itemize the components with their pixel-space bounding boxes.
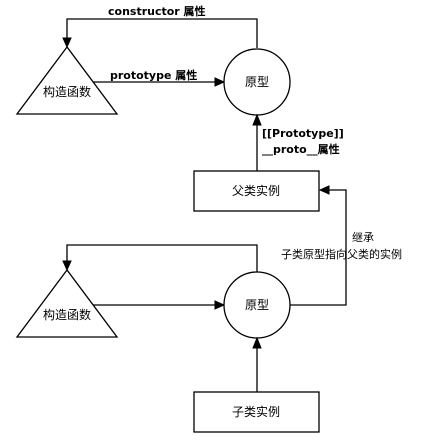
inherit-arrowhead: [318, 185, 330, 195]
lower-proto-edge: [252, 336, 262, 392]
lower-proto-arrowhead: [252, 336, 262, 349]
lower-constructor-label: 构造函数: [43, 307, 91, 322]
upper-constructor-node: 构造函数: [15, 45, 119, 115]
lower-prototype-edge: [93, 300, 226, 310]
upper-proto-edge-label-line2: __proto__属性: [262, 142, 340, 156]
inherit-label-line1: 继承: [352, 231, 374, 244]
lower-prototype-label: 原型: [245, 298, 269, 312]
upper-constructor-triangle: [15, 45, 119, 115]
lower-constructor-node: 构造函数: [15, 268, 119, 338]
inherit-label-line2: 子类原型指向父类的实例: [281, 247, 402, 261]
child-instance-node: 子类实例: [193, 391, 320, 433]
upper-prototype-edge-label: prototype 属性: [110, 68, 197, 82]
lower-constructor-arrowhead: [62, 260, 72, 272]
parent-instance-node: 父类实例: [193, 170, 320, 212]
parent-instance-label: 父类实例: [232, 183, 280, 198]
lower-constructor-line: [66, 244, 258, 272]
upper-prototype-node: 原型: [223, 48, 291, 116]
child-instance-label: 子类实例: [232, 404, 280, 419]
upper-constructor-edge: constructor 属性: [62, 4, 258, 49]
lower-prototype-arrowhead: [214, 300, 226, 310]
upper-prototype-label: 原型: [245, 75, 269, 89]
upper-proto-edge-label-line1: [[Prototype]]: [262, 127, 344, 140]
upper-constructor-line: [66, 18, 258, 48]
inherit-line: [290, 189, 347, 306]
parent-instance-box: [193, 170, 320, 212]
inherit-edge: 继承 子类原型指向父类的实例: [281, 185, 402, 306]
upper-proto-edge: [[Prototype]] __proto__属性: [252, 113, 344, 171]
upper-prototype-arrowhead: [214, 77, 226, 87]
lower-constructor-edge: [62, 244, 258, 272]
lower-constructor-triangle: [15, 268, 119, 338]
lower-prototype-node: 原型: [223, 271, 291, 339]
child-instance-box: [193, 391, 320, 433]
upper-constructor-edge-label: constructor 属性: [108, 4, 206, 18]
upper-prototype-edge: prototype 属性: [93, 68, 226, 87]
upper-constructor-label: 构造函数: [43, 84, 91, 99]
upper-proto-arrowhead: [252, 113, 262, 126]
upper-constructor-arrowhead: [62, 37, 72, 49]
